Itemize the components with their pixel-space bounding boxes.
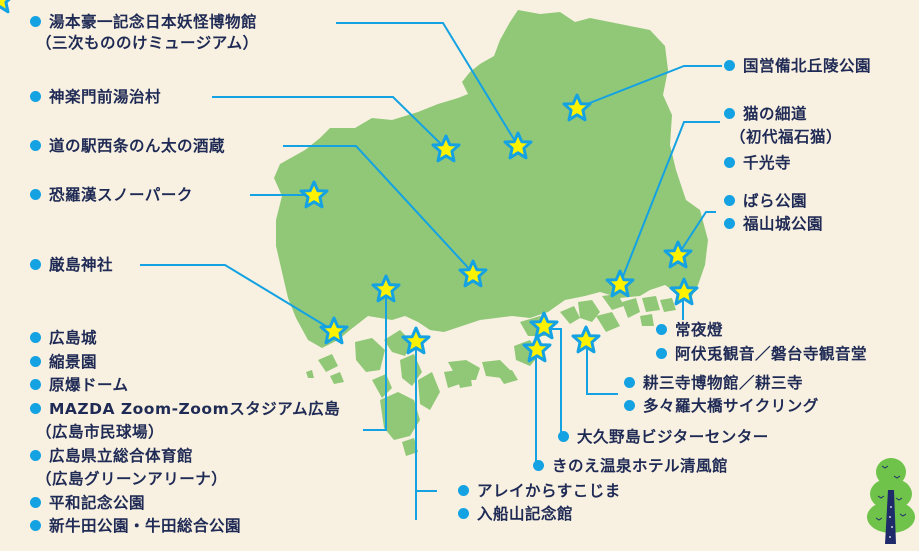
list-item[interactable]: 原爆ドーム [30, 374, 340, 398]
group-onomichi: 猫の細道（初代福石猫） 千光寺 [724, 103, 842, 175]
bullet-icon [30, 449, 41, 461]
group-kosanji: 耕三寺博物館／耕三寺 多々羅大橋サイクリング [624, 372, 819, 418]
bullet-icon [656, 348, 667, 359]
group-fukuyama: ばら公園 福山城公園 [724, 190, 823, 236]
bullet-icon [30, 355, 41, 367]
list-item[interactable]: 常夜燈 [656, 318, 867, 342]
bullet-icon [724, 108, 735, 119]
list-item[interactable]: 広島県立総合体育館（広島グリーンアリーナ） [30, 445, 340, 492]
list-item[interactable]: 猫の細道（初代福石猫） [724, 103, 842, 149]
bullet-icon [624, 377, 635, 388]
group-kure: アレイからすこじま 入船山記念館 [458, 480, 621, 526]
bullet-icon [30, 379, 41, 390]
leader-lines [140, 22, 722, 520]
prefecture-land [274, 10, 708, 348]
list-item[interactable]: 入船山記念館 [458, 503, 621, 526]
star-icon[interactable] [571, 325, 601, 354]
bullet-icon [30, 189, 41, 200]
list-item[interactable]: 平和記念公園 [30, 492, 340, 516]
list-item[interactable]: 広島城 [30, 327, 340, 351]
bullet-icon [458, 508, 469, 519]
bullet-icon [30, 259, 41, 270]
bullet-icon [30, 140, 41, 151]
bullet-icon [30, 91, 41, 102]
bullet-icon [30, 402, 41, 414]
list-item[interactable]: 福山城公園 [724, 213, 823, 236]
bullet-icon [656, 324, 667, 335]
bullet-icon [724, 195, 735, 206]
list-item[interactable]: 縮景園 [30, 351, 340, 375]
bullet-icon [30, 520, 41, 531]
label-saijo-roadside-station[interactable]: 道の駅西条のん太の酒蔵 [30, 136, 225, 157]
list-item[interactable]: 千光寺 [724, 152, 842, 175]
label-kinoe-onsen[interactable]: きのえ温泉ホテル清風館 [533, 456, 728, 477]
label-okunoshima-visitor-center[interactable]: 大久野島ビジターセンター [558, 427, 769, 448]
bullet-icon [724, 218, 735, 229]
bullet-icon [624, 400, 635, 411]
bullet-icon [30, 496, 41, 508]
bullet-icon [30, 16, 41, 27]
list-item[interactable]: 耕三寺博物館／耕三寺 [624, 372, 819, 395]
label-bihoku-park[interactable]: 国営備北丘陵公園 [724, 56, 871, 77]
list-item[interactable]: 新牛田公園・牛田総合公園 [30, 515, 340, 539]
list-item[interactable]: 阿伏兎観音／磐台寺観音堂 [656, 342, 867, 366]
label-yumoto-museum[interactable]: 湯本豪一記念日本妖怪博物館 （三次もののけミュージアム） [30, 12, 259, 54]
bullet-icon [724, 60, 735, 71]
list-item[interactable]: MAZDA Zoom-Zoomスタジアム広島（広島市民球場） [30, 398, 340, 445]
list-item[interactable]: 多々羅大橋サイクリング [624, 395, 819, 418]
markers [0, 0, 699, 363]
bullet-icon [724, 157, 735, 168]
tree-icon [867, 458, 915, 544]
list-item[interactable]: アレイからすこじま [458, 480, 621, 503]
label-kagura-monzen[interactable]: 神楽門前湯治村 [30, 87, 161, 108]
bullet-icon [558, 431, 569, 442]
label-osorakan-snowpark[interactable]: 恐羅漢スノーパーク [30, 185, 193, 206]
bullet-icon [30, 332, 41, 343]
group-hiroshima-city: 広島城 縮景園 原爆ドーム MAZDA Zoom-Zoomスタジアム広島（広島市… [30, 327, 340, 539]
group-tomonoura: 常夜燈 阿伏兎観音／磐台寺観音堂 [656, 318, 867, 366]
list-item[interactable]: ばら公園 [724, 190, 823, 213]
bullet-icon [533, 460, 544, 471]
label-itsukushima-shrine[interactable]: 厳島神社 [30, 255, 113, 276]
bullet-icon [458, 485, 469, 496]
